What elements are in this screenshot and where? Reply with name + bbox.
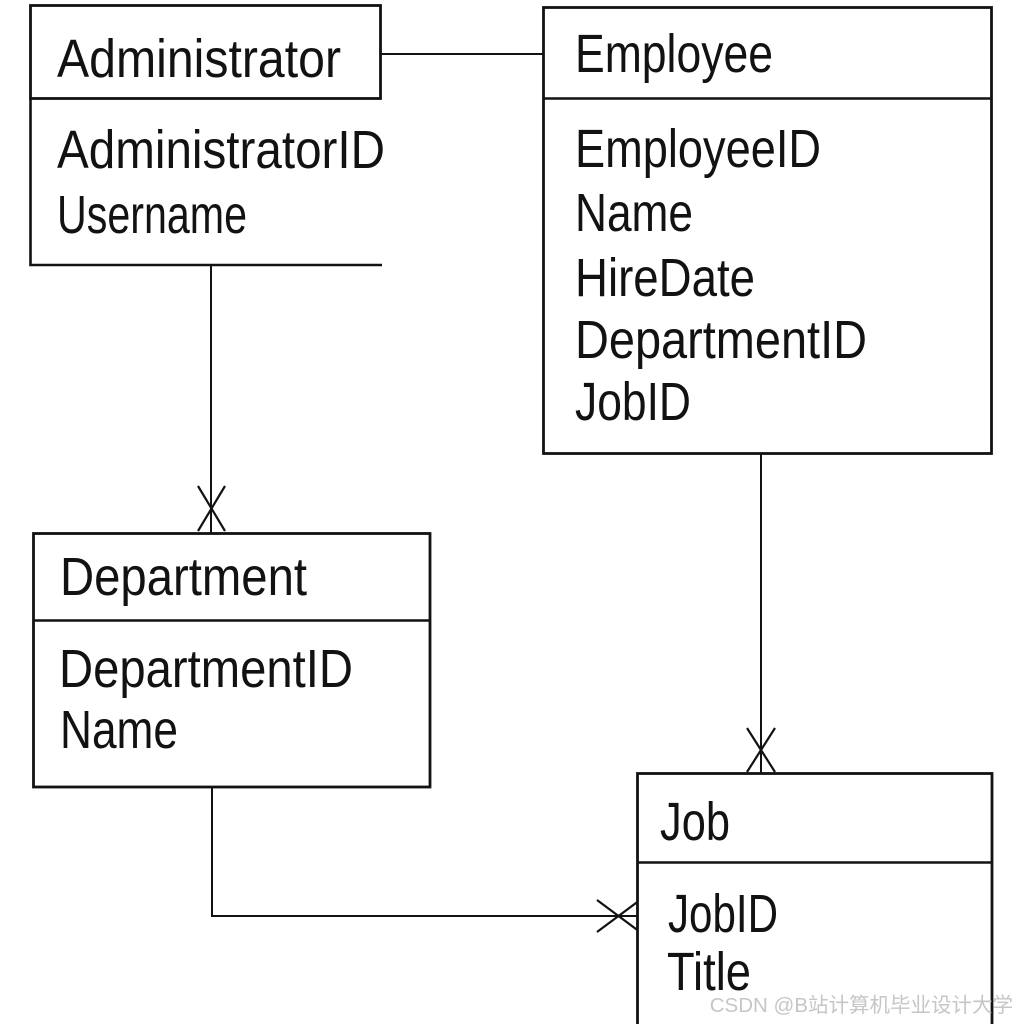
entity-job: Job JobID Title — [636, 772, 994, 1024]
x-marker-stroke — [746, 727, 776, 773]
entity-department-box — [32, 532, 432, 789]
entity-administrator: Administrator AdministratorID Username — [29, 4, 385, 267]
connector-department-job — [211, 787, 637, 917]
entity-employee-attribute: JobID — [575, 372, 691, 432]
x-marker-stroke — [197, 485, 226, 532]
entity-administrator-header-box — [29, 4, 382, 100]
entity-employee-attribute: DepartmentID — [575, 310, 867, 370]
entity-department: Department DepartmentID Name — [32, 532, 432, 789]
entity-job-attribute: Title — [667, 942, 751, 1002]
entity-job-title: Job — [660, 792, 730, 852]
entity-employee-attribute: HireDate — [575, 248, 755, 308]
entity-job-box — [636, 772, 994, 1024]
csdn-watermark: CSDN @B站计算机毕业设计大学 — [710, 994, 1013, 1017]
entity-employee-title: Employee — [575, 24, 773, 84]
entity-department-attribute: Name — [60, 700, 178, 760]
entity-employee-attribute: EmployeeID — [575, 119, 821, 179]
entity-employee: Employee EmployeeID Name HireDate Depart… — [542, 6, 993, 455]
x-marker-administrator-department — [197, 485, 226, 532]
entity-administrator-attribute: Username — [57, 185, 247, 245]
entity-administrator-title: Administrator — [57, 29, 341, 89]
entity-employee-attribute: Name — [575, 183, 693, 243]
x-marker-employee-job — [746, 727, 776, 773]
x-marker-department-job — [596, 899, 641, 933]
entity-administrator-attribute: AdministratorID — [57, 120, 385, 180]
entity-department-attribute: DepartmentID — [59, 639, 353, 699]
x-marker-stroke — [596, 899, 641, 933]
entity-administrator-attributes-box — [29, 98, 382, 267]
entity-employee-box — [542, 6, 993, 455]
entity-job-attribute: JobID — [668, 884, 778, 944]
entity-department-title: Department — [60, 547, 307, 607]
